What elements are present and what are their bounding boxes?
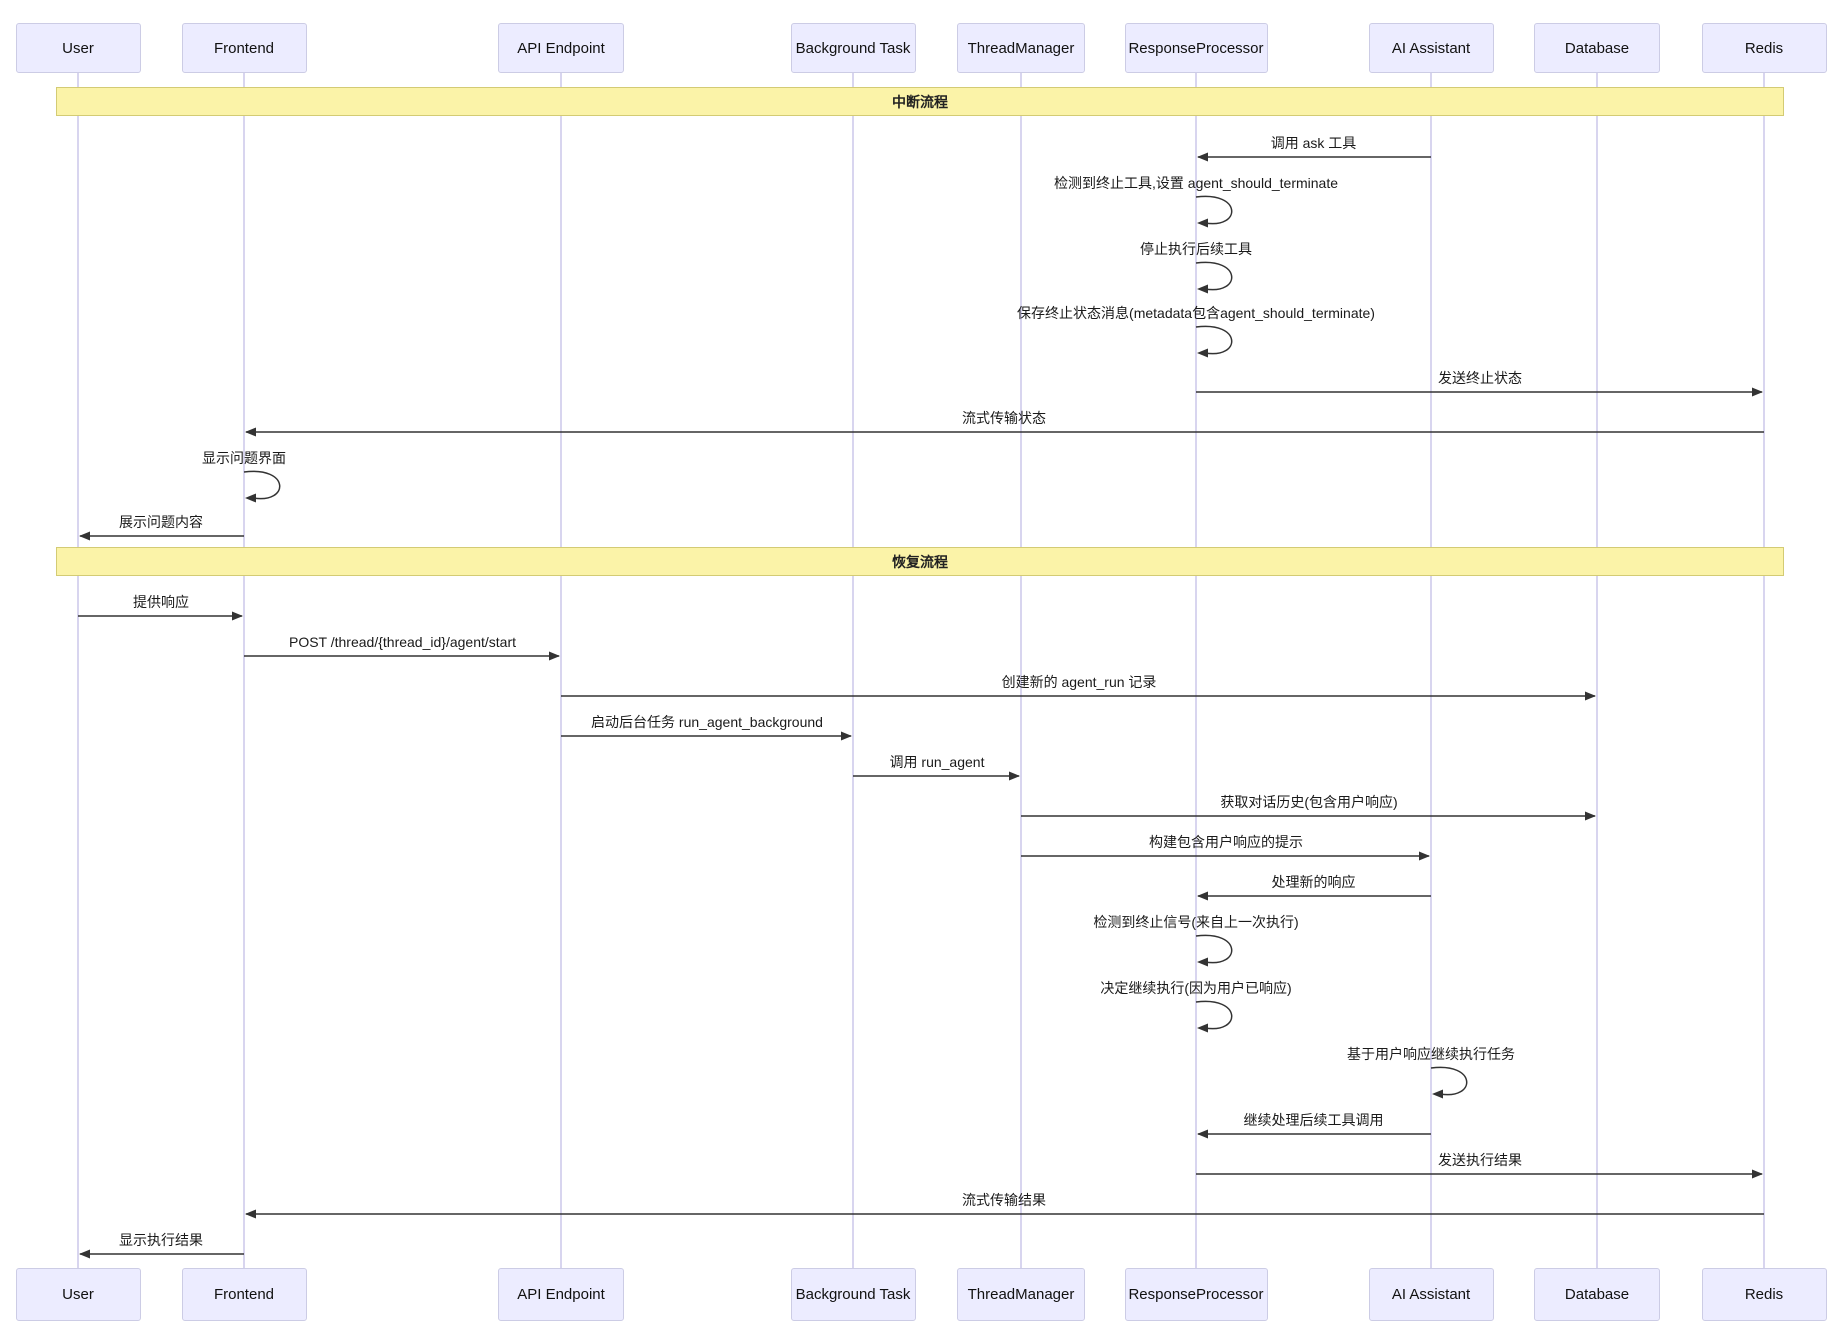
message-18-self-loop — [1195, 1000, 1233, 1030]
section-band-label: 中断流程 — [892, 93, 948, 110]
message-13-label: 调用 run_agent — [889, 754, 985, 770]
message-9-label: 提供响应 — [133, 594, 189, 610]
section-band-label: 恢复流程 — [892, 553, 948, 570]
actor-box-top-api-endpoint: API Endpoint — [498, 23, 624, 73]
actor-label: Frontend — [213, 1286, 275, 1303]
message-1-label: 调用 ask 工具 — [1270, 135, 1357, 151]
message-6-label: 流式传输状态 — [962, 410, 1046, 426]
actor-box-top-database: Database — [1534, 23, 1660, 73]
actor-label: User — [62, 39, 94, 57]
message-15-label: 构建包含用户响应的提示 — [1149, 834, 1303, 850]
actor-label: API Endpoint — [517, 1286, 605, 1303]
message-1-arrowhead — [1197, 152, 1208, 162]
actor-box-top-threadmanager: ThreadManager — [957, 23, 1085, 73]
message-19-arrowhead — [1432, 1089, 1443, 1099]
actor-box-top-background-task: Background Task — [790, 23, 916, 73]
message-8-arrowhead — [79, 531, 90, 541]
message-9-arrowhead — [232, 611, 243, 621]
actor-label: Background Task — [795, 1286, 911, 1303]
message-5-label: 发送终止状态 — [1438, 370, 1522, 386]
message-14-arrowhead — [1585, 811, 1596, 821]
message-13-arrowhead — [1009, 771, 1020, 781]
message-17-label: 检测到终止信号(来自上一次执行) — [1093, 914, 1299, 930]
message-8-label: 展示问题内容 — [119, 514, 203, 530]
message-10-arrowhead — [549, 651, 560, 661]
actor-label: AI Assistant — [1391, 1286, 1471, 1303]
message-11-arrowhead — [1585, 691, 1596, 701]
actor-box-bottom-background-task: Background Task — [790, 1268, 916, 1321]
actor-label: Redis — [1744, 1286, 1784, 1303]
actor-label: Frontend — [213, 39, 275, 57]
actor-box-bottom-api-endpoint: API Endpoint — [498, 1268, 624, 1321]
message-7-self-loop — [243, 470, 281, 500]
actor-box-bottom-user: User — [15, 1268, 141, 1321]
section-band-1: 中断流程 — [56, 87, 1784, 116]
message-17-self-loop — [1195, 934, 1233, 964]
message-7-arrowhead — [245, 493, 256, 503]
actor-label: User — [62, 1286, 94, 1303]
message-23-arrowhead — [79, 1249, 90, 1259]
message-20-arrowhead — [1197, 1129, 1208, 1139]
message-22-label: 流式传输结果 — [962, 1192, 1046, 1208]
message-4-arrowhead — [1197, 348, 1208, 358]
message-7-label: 显示问题界面 — [202, 450, 286, 466]
message-22-arrowhead — [245, 1209, 256, 1219]
message-19-self-loop — [1430, 1066, 1468, 1096]
actor-label: ThreadManager — [967, 1286, 1075, 1303]
message-11-label: 创建新的 agent_run 记录 — [1001, 674, 1157, 690]
message-18-label: 决定继续执行(因为用户已响应) — [1100, 980, 1292, 996]
actor-label: ResponseProcessor — [1128, 1286, 1264, 1303]
actor-label: ResponseProcessor — [1128, 39, 1264, 57]
message-3-self-loop — [1195, 261, 1233, 291]
actor-box-bottom-redis: Redis — [1701, 1268, 1827, 1321]
message-4-label: 保存终止状态消息(metadata包含agent_should_terminat… — [1017, 305, 1375, 321]
message-21-arrowhead — [1752, 1169, 1763, 1179]
message-12-arrowhead — [841, 731, 852, 741]
actor-box-top-user: User — [15, 23, 141, 73]
actor-box-bottom-frontend: Frontend — [181, 1268, 307, 1321]
actor-box-top-responseprocessor: ResponseProcessor — [1124, 23, 1268, 73]
message-15-arrowhead — [1419, 851, 1430, 861]
message-14-label: 获取对话历史(包含用户响应) — [1220, 794, 1398, 810]
message-10-label: POST /thread/{thread_id}/agent/start — [288, 634, 517, 650]
actor-box-top-ai-assistant: AI Assistant — [1368, 23, 1494, 73]
message-17-arrowhead — [1197, 957, 1208, 967]
message-3-label: 停止执行后续工具 — [1140, 241, 1252, 257]
message-18-arrowhead — [1197, 1023, 1208, 1033]
actor-label: ThreadManager — [967, 39, 1075, 57]
message-6-arrowhead — [245, 427, 256, 437]
message-21-label: 发送执行结果 — [1438, 1152, 1522, 1168]
message-2-label: 检测到终止工具,设置 agent_should_terminate — [1054, 175, 1338, 191]
message-16-label: 处理新的响应 — [1271, 874, 1356, 890]
actor-box-bottom-threadmanager: ThreadManager — [957, 1268, 1085, 1321]
actor-box-top-redis: Redis — [1701, 23, 1827, 73]
actor-label: Database — [1564, 39, 1630, 57]
actor-label: Database — [1564, 1286, 1630, 1303]
message-20-label: 继续处理后续工具调用 — [1243, 1112, 1384, 1128]
actor-box-top-frontend: Frontend — [181, 23, 307, 73]
actor-label: API Endpoint — [517, 39, 605, 57]
actor-label: AI Assistant — [1391, 39, 1471, 57]
actor-box-bottom-database: Database — [1534, 1268, 1660, 1321]
message-5-arrowhead — [1752, 387, 1763, 397]
message-4-self-loop — [1195, 325, 1233, 355]
section-band-2: 恢复流程 — [56, 547, 1784, 576]
message-12-label: 启动后台任务 run_agent_background — [591, 714, 823, 730]
message-16-arrowhead — [1197, 891, 1208, 901]
actor-label: Redis — [1744, 39, 1784, 57]
actor-label: Background Task — [795, 39, 911, 57]
message-2-self-loop — [1195, 195, 1233, 225]
message-23-label: 显示执行结果 — [119, 1232, 203, 1248]
actor-box-bottom-ai-assistant: AI Assistant — [1368, 1268, 1494, 1321]
message-2-arrowhead — [1197, 218, 1208, 228]
message-19-label: 基于用户响应继续执行任务 — [1347, 1046, 1515, 1062]
message-3-arrowhead — [1197, 284, 1208, 294]
actor-box-bottom-responseprocessor: ResponseProcessor — [1124, 1268, 1268, 1321]
